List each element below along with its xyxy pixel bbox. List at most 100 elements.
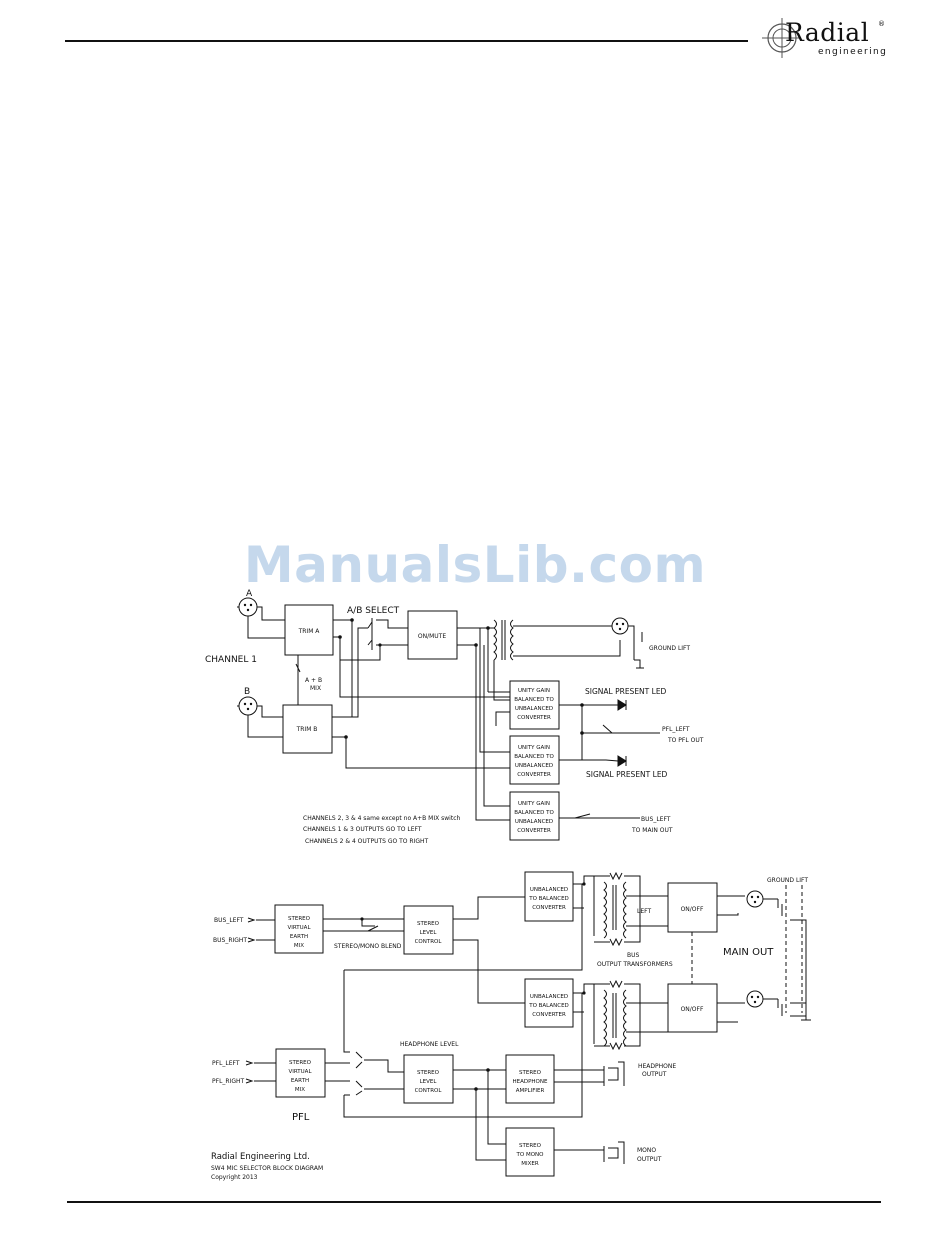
channel-1-label: CHANNEL 1 — [205, 655, 257, 665]
mono-output-label-1: MONO — [637, 1147, 656, 1154]
stereo-level-control-2 — [403, 1054, 454, 1104]
xlr-input-a — [238, 597, 258, 617]
on-mute-text: ON/MUTE — [418, 633, 446, 640]
ug2-line: UNBALANCED — [515, 763, 553, 769]
ground-lift-main-label: GROUND LIFT — [767, 877, 808, 884]
stereo-mono-blend-label: STEREO/MONO BLEND — [334, 943, 402, 950]
ab-mix-label-1: A + B — [305, 677, 322, 684]
ab-mix-label-2: MIX — [310, 685, 321, 692]
wire — [479, 628, 510, 807]
hpamp-line: HEADPHONE — [513, 1079, 549, 1085]
wire — [237, 606, 285, 639]
ug1-line: UNBALANCED — [515, 706, 553, 712]
headphone-level-label: HEADPHONE LEVEL — [400, 1041, 459, 1048]
pfl-left-in-label: PFL_LEFT — [212, 1060, 240, 1067]
radial-logo: Radial ® engineering — [760, 14, 890, 62]
output-transformers-label: OUTPUT TRANSFORMERS — [597, 961, 673, 968]
note-line-3: CHANNELS 2 & 4 OUTPUTS GO TO RIGHT — [305, 838, 429, 845]
wire — [340, 645, 381, 661]
credits-copyright: Copyright 2013 — [211, 1174, 258, 1181]
headphone-output-label-1: HEADPHONE — [638, 1063, 676, 1070]
svem2-line: STEREO — [289, 1060, 312, 1066]
ug1-line: UNITY GAIN — [518, 688, 550, 694]
stereo-to-mono-mixer — [505, 1127, 555, 1177]
bus-left-out-label: BUS_LEFT — [641, 816, 671, 823]
ub1-line: CONVERTER — [532, 905, 566, 911]
ub2-line: TO BALANCED — [528, 1003, 569, 1009]
input-b-label: B — [244, 687, 250, 697]
monomix-line: MIXER — [521, 1161, 539, 1167]
credits-company: Radial Engineering Ltd. — [211, 1152, 310, 1162]
stereo-level-control-1 — [403, 905, 454, 955]
bus-transformer-left — [573, 871, 668, 947]
svem1-line: EARTH — [290, 934, 308, 940]
ub2-line: CONVERTER — [532, 1012, 566, 1018]
pfl-right-in-label: PFL_RIGHT — [212, 1078, 245, 1085]
wire — [559, 704, 618, 761]
xlr-input-b — [238, 696, 258, 716]
mono-jack-icon — [554, 1141, 625, 1164]
header-rule — [65, 40, 748, 42]
xlr-output — [611, 617, 629, 635]
logo-registered-mark: ® — [878, 20, 885, 28]
slc1-line: LEVEL — [420, 930, 438, 936]
main-ground-lift — [763, 898, 811, 1021]
ub1-line: TO BALANCED — [528, 896, 569, 902]
logo-emblem-icon — [762, 18, 800, 58]
wire — [559, 732, 660, 762]
mix-switch — [295, 655, 301, 705]
wire — [453, 896, 525, 1004]
slc2-line: STEREO — [417, 1070, 440, 1076]
note-line-2: CHANNELS 1 & 3 OUTPUTS GO TO LEFT — [303, 826, 422, 833]
ug3-line: UNBALANCED — [515, 819, 553, 825]
led-icon — [617, 699, 627, 711]
logo-wordmark: Radial — [785, 18, 870, 47]
ug3-line: UNITY GAIN — [518, 801, 550, 807]
ub2-line: UNBALANCED — [530, 994, 568, 1000]
wire — [332, 627, 510, 769]
wire — [453, 1069, 506, 1161]
footer-rule — [67, 1201, 881, 1203]
bus-label: BUS — [627, 952, 640, 959]
pfl-switch — [355, 1051, 404, 1096]
unity-gain-converter-1 — [509, 680, 560, 730]
svem1-line: MIX — [294, 943, 304, 949]
svem2-line: MIX — [295, 1087, 305, 1093]
ug2-line: UNITY GAIN — [518, 745, 550, 751]
bus-transformer-right — [573, 979, 668, 1051]
ground-lift-top-label: GROUND LIFT — [649, 645, 690, 652]
ug3-line: CONVERTER — [517, 828, 551, 834]
input-a-label: A — [246, 589, 253, 599]
wire — [323, 918, 404, 932]
slc1-line: STEREO — [417, 921, 440, 927]
svem2-line: EARTH — [291, 1078, 309, 1084]
wire — [237, 705, 283, 738]
monomix-line: STEREO — [519, 1143, 542, 1149]
headphone-jack-icon — [554, 1061, 625, 1086]
on-off-2 — [667, 983, 718, 1033]
onoff2-text: ON/OFF — [681, 1006, 704, 1013]
slc1-line: CONTROL — [415, 939, 443, 945]
ug3-line: BALANCED TO — [514, 810, 554, 816]
wire — [493, 625, 621, 701]
monomix-line: TO MONO — [516, 1152, 545, 1158]
slc2-line: LEVEL — [420, 1079, 438, 1085]
wire — [559, 813, 640, 819]
on-off-1 — [667, 882, 718, 933]
wire — [245, 1060, 276, 1084]
note-line-1: CHANNELS 2, 3 & 4 same except no A+B MIX… — [303, 815, 460, 822]
mono-output-label-2: OUTPUT — [637, 1156, 662, 1163]
ug1-line: BALANCED TO — [514, 697, 554, 703]
ug2-line: BALANCED TO — [514, 754, 554, 760]
stereo-virtual-earth-mix-2 — [275, 1048, 326, 1098]
trim-a-block — [284, 604, 334, 656]
svem1-line: VIRTUAL — [287, 925, 311, 931]
signal-present-led-label-1: SIGNAL PRESENT LED — [585, 687, 667, 696]
headphone-output-label-2: OUTPUT — [642, 1071, 667, 1078]
bus-left-in-label: BUS_LEFT — [214, 917, 244, 924]
hpamp-line: AMPLIFIER — [516, 1088, 545, 1094]
unity-gain-converter-3 — [509, 791, 560, 841]
wire — [325, 884, 583, 1118]
ab-select-switch — [367, 618, 408, 650]
